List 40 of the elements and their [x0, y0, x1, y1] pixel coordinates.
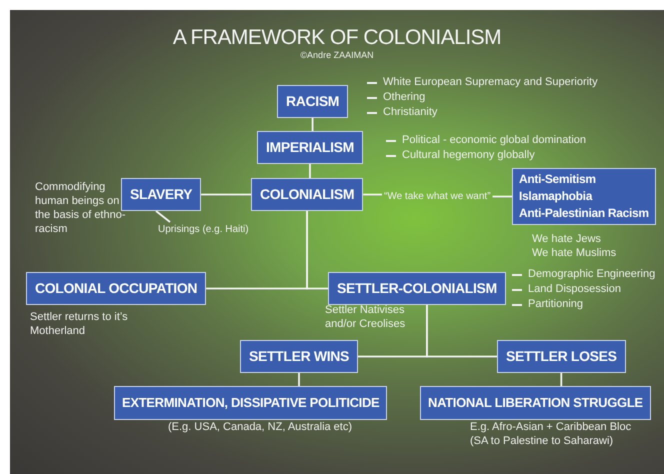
note-text: Political - economic global domination	[402, 133, 586, 147]
note-text: Uprisings (e.g. Haiti)	[156, 222, 251, 237]
note-text: Demographic Engineering	[528, 267, 656, 281]
connector-line	[363, 194, 382, 196]
connector-line	[309, 164, 311, 178]
label-box: SETTLER WINS	[240, 340, 358, 373]
note-text: Land Disposession	[528, 282, 621, 296]
connector-line	[492, 196, 512, 198]
connector-line	[312, 118, 314, 131]
label-box: COLONIALISM	[251, 178, 364, 211]
note-text: White European Supremacy and Superiority	[383, 75, 598, 89]
note-text: Cultural hegemony globally	[402, 148, 535, 162]
title: A FRAMEWORK OF COLONIALISM	[172, 25, 502, 51]
label-box: EXTERMINATION, DISSIPATIVE POLITICIDE	[114, 386, 388, 420]
label-box: COLONIAL OCCUPATION	[26, 272, 206, 305]
note-text: Settler returns to it’s Motherland	[30, 310, 129, 338]
connector-line	[298, 373, 300, 386]
connector-line	[306, 211, 328, 290]
label-box: Anti-Semitism Islamaphobia Anti-Palestinian Racism	[512, 168, 656, 225]
note-text: (SA to Palestine to Saharawi)	[470, 434, 614, 448]
note-text: Settler Nativises and/or Creolises	[325, 303, 406, 331]
connector-line	[426, 305, 497, 358]
note-text: Christianity	[383, 105, 438, 119]
note-text: We hate Muslims	[532, 246, 616, 260]
label-box: SETTLER-COLONIALISM	[328, 272, 506, 305]
label-box: SLAVERY	[121, 178, 202, 211]
label-box: NATIONAL LIBERATION STRUGGLE	[420, 386, 651, 420]
connector-line	[155, 210, 171, 223]
note-text: Partitioning	[528, 297, 584, 311]
connector-line	[560, 373, 562, 386]
label-box: RACISM	[277, 85, 348, 118]
note-text: Othering	[383, 90, 426, 104]
note-text: “We take what we want”	[382, 189, 493, 204]
note-text: We hate Jews	[532, 232, 601, 246]
note-text: E.g. Afro-Asian + Caribbean Bloc	[470, 420, 632, 434]
connector-line	[201, 194, 251, 196]
author-credit: ©Andre ZAAIMAN	[300, 49, 374, 62]
label-box: SETTLER LOSES	[497, 340, 626, 373]
note-text: (E.g. USA, Canada, NZ, Australia etc)	[168, 420, 352, 434]
label-box: IMPERIALISM	[257, 131, 363, 164]
